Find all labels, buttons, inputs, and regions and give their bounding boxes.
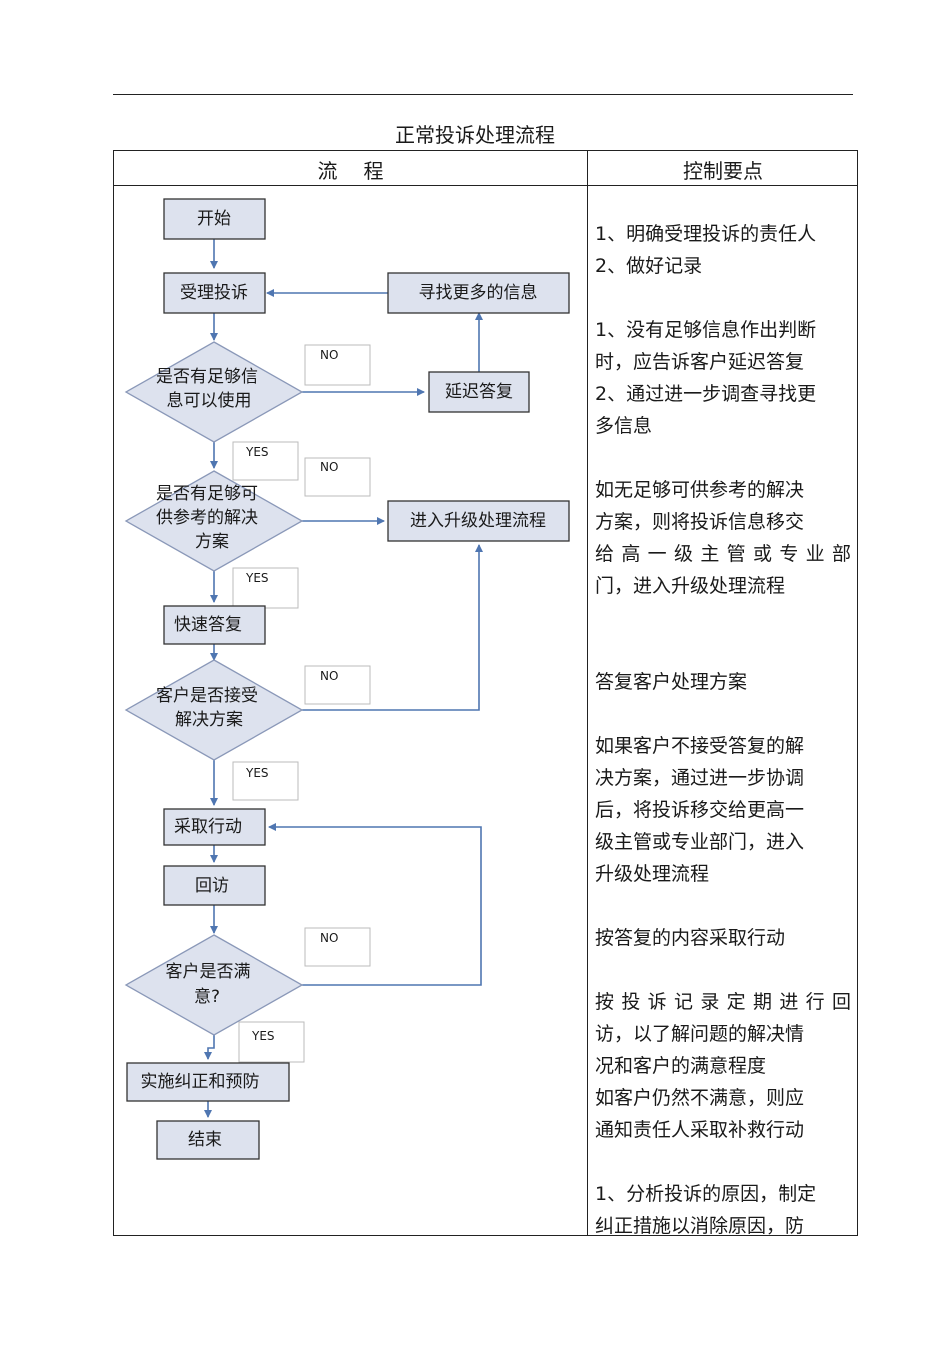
control-point-line: 通知责任人采取补救行动 <box>595 1119 805 1141</box>
control-point-line: 况和客户的满意程度 <box>595 1055 767 1077</box>
flow-edges <box>204 239 483 1118</box>
svg-text:受理投诉: 受理投诉 <box>180 283 248 303</box>
control-point-line: 访，以了解问题的解决情 <box>595 1023 805 1045</box>
decision-enough-info: 是否有足够信 息可以使用 <box>124 341 304 443</box>
svg-text:YES: YES <box>245 445 269 459</box>
header-control-points: 控制要点 <box>683 159 763 183</box>
control-point-line: 1、分析投诉的原因，制定 <box>595 1183 817 1205</box>
control-point-line: 2、做好记录 <box>595 255 703 277</box>
yes-tag-q3: YES <box>232 761 299 801</box>
svg-text:解决方案: 解决方案 <box>175 710 243 730</box>
svg-text:延迟答复: 延迟答复 <box>445 382 513 402</box>
svg-text:客户是否满: 客户是否满 <box>166 962 251 982</box>
yes-tag-q1: YES <box>232 441 299 481</box>
header-process: 流程 <box>317 159 410 183</box>
control-point-line: 如无足够可供参考的解决 <box>595 479 805 501</box>
header-divider <box>114 185 857 186</box>
control-point-line: 按投诉记录定期进行回 <box>595 991 851 1013</box>
svg-text:开始: 开始 <box>197 209 231 229</box>
control-point-line: 升级处理流程 <box>595 863 710 885</box>
revisit-box: 回访 <box>163 865 266 906</box>
control-point-line: 如果客户不接受答复的解 <box>595 735 805 757</box>
control-point-line: 2、通过进一步调查寻找更 <box>595 383 817 405</box>
svg-text:客户是否接受: 客户是否接受 <box>156 686 258 706</box>
yes-tag-q4: YES <box>238 1021 305 1063</box>
svg-text:方案: 方案 <box>195 532 229 552</box>
control-point-line: 决方案，通过进一步协调 <box>595 767 805 789</box>
svg-text:NO: NO <box>320 931 338 945</box>
decision-customer-accepts: 客户是否接受 解决方案 <box>124 659 304 761</box>
no-tag-q3: NO <box>304 665 371 705</box>
svg-text:供参考的解决: 供参考的解决 <box>156 508 258 528</box>
decision-customer-satisfied: 客户是否满 意? <box>124 934 304 1036</box>
svg-text:NO: NO <box>320 460 338 474</box>
control-point-line: 时，应告诉客户延迟答复 <box>595 351 805 373</box>
svg-text:是否有足够可: 是否有足够可 <box>156 484 258 504</box>
corrective-action-box: 实施纠正和预防 <box>126 1062 290 1102</box>
take-action-box: 采取行动 <box>163 808 266 846</box>
delay-reply-box: 延迟答复 <box>428 371 530 413</box>
svg-text:实施纠正和预防: 实施纠正和预防 <box>141 1072 260 1092</box>
edge-q3-escalate <box>302 544 483 711</box>
top-rule <box>113 94 853 95</box>
control-point-line: 答复客户处理方案 <box>595 671 748 693</box>
yes-tag-q2: YES <box>232 567 299 609</box>
column-divider <box>587 151 588 1235</box>
document-title: 正常投诉处理流程 <box>395 123 555 147</box>
no-tag-q4: NO <box>304 927 371 967</box>
escalate-box: 进入升级处理流程 <box>387 500 570 542</box>
branch-tags: NO YES NO YES NO YES NO YES <box>232 344 371 1063</box>
svg-text:快速答复: 快速答复 <box>174 615 242 635</box>
svg-text:YES: YES <box>245 571 269 585</box>
control-point-line: 后，将投诉移交给更高一 <box>595 799 805 821</box>
control-point-line: 给高一级主管或专业部 <box>595 543 851 565</box>
control-point-line: 多信息 <box>595 415 653 437</box>
no-tag-q2: NO <box>304 457 371 497</box>
quick-reply-box: 快速答复 <box>163 605 266 645</box>
control-point-line: 级主管或专业部门，进入 <box>595 831 805 853</box>
start-box: 开始 <box>163 198 266 240</box>
end-box: 结束 <box>156 1120 260 1160</box>
svg-text:是否有足够信: 是否有足够信 <box>156 367 258 387</box>
svg-text:YES: YES <box>251 1029 275 1043</box>
edge-q4-action <box>268 823 482 986</box>
no-tag-q1: NO <box>304 344 371 386</box>
control-point-line: 1、没有足够信息作出判断 <box>595 319 817 341</box>
svg-text:NO: NO <box>320 348 338 362</box>
control-point-line: 1、明确受理投诉的责任人 <box>595 223 817 245</box>
control-point-line: 如客户仍然不满意，则应 <box>595 1087 805 1109</box>
control-points-column: 1、明确受理投诉的责任人 2、做好记录 1、没有足够信息作出判断 时，应告诉客户… <box>595 218 851 1242</box>
decision-enough-solution: 是否有足够可 供参考的解决 方案 <box>124 470 304 572</box>
svg-text:YES: YES <box>245 766 269 780</box>
svg-text:结束: 结束 <box>188 1130 222 1150</box>
svg-text:意?: 意? <box>194 987 220 1007</box>
svg-text:回访: 回访 <box>195 876 229 896</box>
edge-q4-corrective <box>204 1034 215 1060</box>
process-table: 流程 控制要点 <box>113 150 858 1236</box>
svg-text:进入升级处理流程: 进入升级处理流程 <box>410 511 546 531</box>
find-more-info-box: 寻找更多的信息 <box>387 272 570 314</box>
control-point-line: 纠正措施以消除原因，防 <box>595 1215 805 1237</box>
accept-complaint-box: 受理投诉 <box>163 272 266 314</box>
control-point-line: 方案，则将投诉信息移交 <box>595 511 805 533</box>
svg-text:息可以使用: 息可以使用 <box>167 390 252 411</box>
svg-text:采取行动: 采取行动 <box>174 817 242 837</box>
svg-text:NO: NO <box>320 669 338 683</box>
svg-text:寻找更多的信息: 寻找更多的信息 <box>419 283 538 303</box>
control-point-line: 按答复的内容采取行动 <box>595 927 786 949</box>
control-point-line: 门，进入升级处理流程 <box>595 575 786 597</box>
